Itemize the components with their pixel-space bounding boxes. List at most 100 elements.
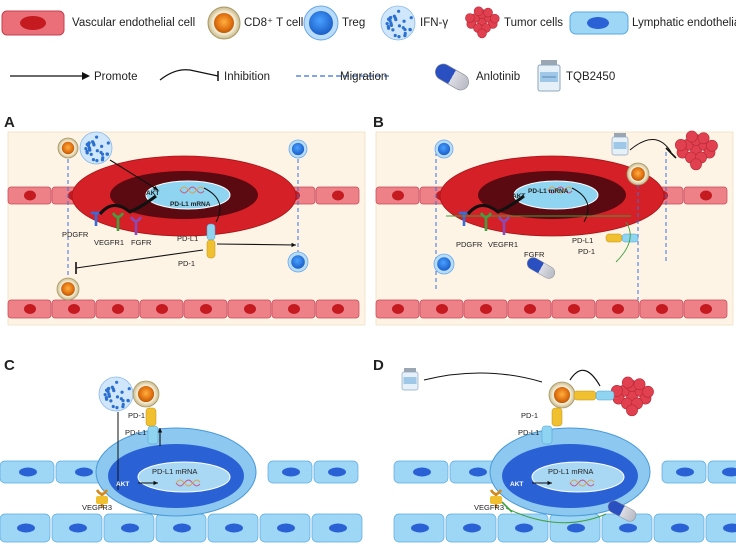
akt-promote-arrow [138,480,158,486]
vegfr3-domain [96,496,108,504]
pdl1-marker [541,425,553,445]
legend-promote-icon [10,72,90,80]
cd8-t-cell [132,380,160,408]
legend-lymph-label: Lymphatic endothelial cell [632,17,736,29]
ifn-gamma-cluster [98,376,134,412]
panel-b-pdgfr-label: PDGFR [456,240,483,249]
dna-helix [547,186,573,194]
panel-a-pdgfr-label: PDGFR [62,230,89,239]
treg-bottom [433,253,455,275]
mrna-to-pdl1-path [203,187,221,223]
cd8-t-cell [626,162,650,186]
vegfr3-domain [490,496,502,504]
lower-endothelial-row [375,299,728,319]
panel-c-akt-label: AKT [116,481,130,488]
legend-treg-icon [303,5,339,41]
legend-inhibition-label: Inhibition [224,71,271,83]
panel-d-pd1-label: PD-1 [521,411,539,420]
pdl1-horizontal [595,390,615,401]
legend-cd8-label: CD8⁺ T cell [244,17,304,29]
panel-c-letter: C [4,357,15,374]
panel-b-mrna-label: PD-L1 mRNA [528,188,569,195]
legend-anlotinib-icon [435,63,469,91]
vegfr1-receptor [111,212,125,231]
legend-anlotinib-label: Anlotinib [476,71,521,83]
pdl1-marker [147,425,159,445]
legend-cd8-icon [207,6,241,40]
legend-tqb-label: TQB2450 [566,71,616,83]
panel-c-diagram [0,376,363,543]
tqb-inhibit-curve [629,139,672,153]
legend-tumor-cluster [465,6,500,39]
vegfr1-receptor [479,212,493,231]
tqb2450-vial [401,368,419,391]
lymph-bottom-row [0,513,363,543]
pd1-horizontal [573,390,597,401]
panel-a-mrna-label: PD-L1 mRNA [170,201,211,208]
panel-a-vegfr1-label: VEGFR1 [94,238,125,247]
treg-top [434,139,454,159]
legend-tumor-icon [465,6,500,39]
lymph-left-cells [393,460,505,484]
panel-a-pd1-label: PD-1 [178,259,196,268]
panel-c-mrna-label: PD-L1 mRNA [152,467,198,476]
lower-endothelial-row [7,299,360,319]
legend-ifn-cluster [380,5,416,41]
panel-b-pdl1-label: PD-L1 [572,236,594,245]
legend-ifn-label: IFN-γ [420,17,449,29]
panel-b-diagram [375,130,734,326]
pd1-marker [145,407,157,427]
treg-bottom [287,251,309,273]
panel-d-pdl1-label: PD-L1 [518,428,540,437]
lymph-nucleus [531,461,625,493]
nucleus [145,180,231,210]
panel-c-vegfr3-label: VEGFR3 [82,503,113,512]
fgfr-receptor [129,216,143,235]
legend-ifn-icon [380,5,416,41]
panel-d-mrna-label: PD-L1 mRNA [548,467,594,476]
panel-a-pdl1-label: PD-L1 [177,234,199,243]
dna-helix [569,479,595,487]
signaling-pathway [98,194,157,215]
panel-b-pd1-label: PD-1 [578,247,596,256]
legend-inhibition-icon [159,69,219,81]
cd8-t-cell [548,381,576,409]
dna-helix [179,186,205,194]
cd8-t-cell-bottom [56,277,80,301]
lymph-left-cells [0,460,111,484]
panel-d-diagram [393,368,736,543]
nucleus [513,180,599,210]
legend-lymph-icon [569,11,629,35]
legend-vascular-label: Vascular endothelial cell [72,17,196,29]
treg-recruit-arrow [216,242,297,248]
legend-migration-label: Migration [340,71,388,83]
panel-a-letter: A [4,114,15,131]
cd8-t-cell-top [57,137,79,159]
panel-d-akt-label: AKT [510,481,524,488]
lymph-right-cells [661,460,736,484]
ifn-promote-arrow [109,159,159,191]
panel-d-letter: D [373,357,384,374]
anlotinib-pill [526,257,556,279]
tqb2450-vial [611,133,629,156]
panel-c-pdl1-label: PD-L1 [125,428,147,437]
panel-a-diagram [7,131,366,326]
panel-b-fgfr-label: FGFR [524,250,545,259]
anlotinib-inhibit-line [505,507,607,524]
pd1-pdl1-complex [605,233,639,243]
tumor-cell-cluster [674,130,718,171]
pd1-inhibit-curve [615,221,631,263]
pd1-pdl1-complex [206,223,216,259]
akt-promote-arrow [532,480,552,486]
lymph-bottom-row [393,513,736,543]
legend-treg-label: Treg [342,17,366,29]
treg-top [288,139,308,159]
panel-d-vegfr3-label: VEGFR3 [474,503,505,512]
anlotinib-pill [607,500,637,522]
legend-vascular-icon [1,10,65,36]
mrna-to-pdl1-path [571,187,589,223]
lymph-right-cells [267,460,359,484]
pd1-marker [551,407,563,427]
panel-b-letter: B [373,114,384,131]
